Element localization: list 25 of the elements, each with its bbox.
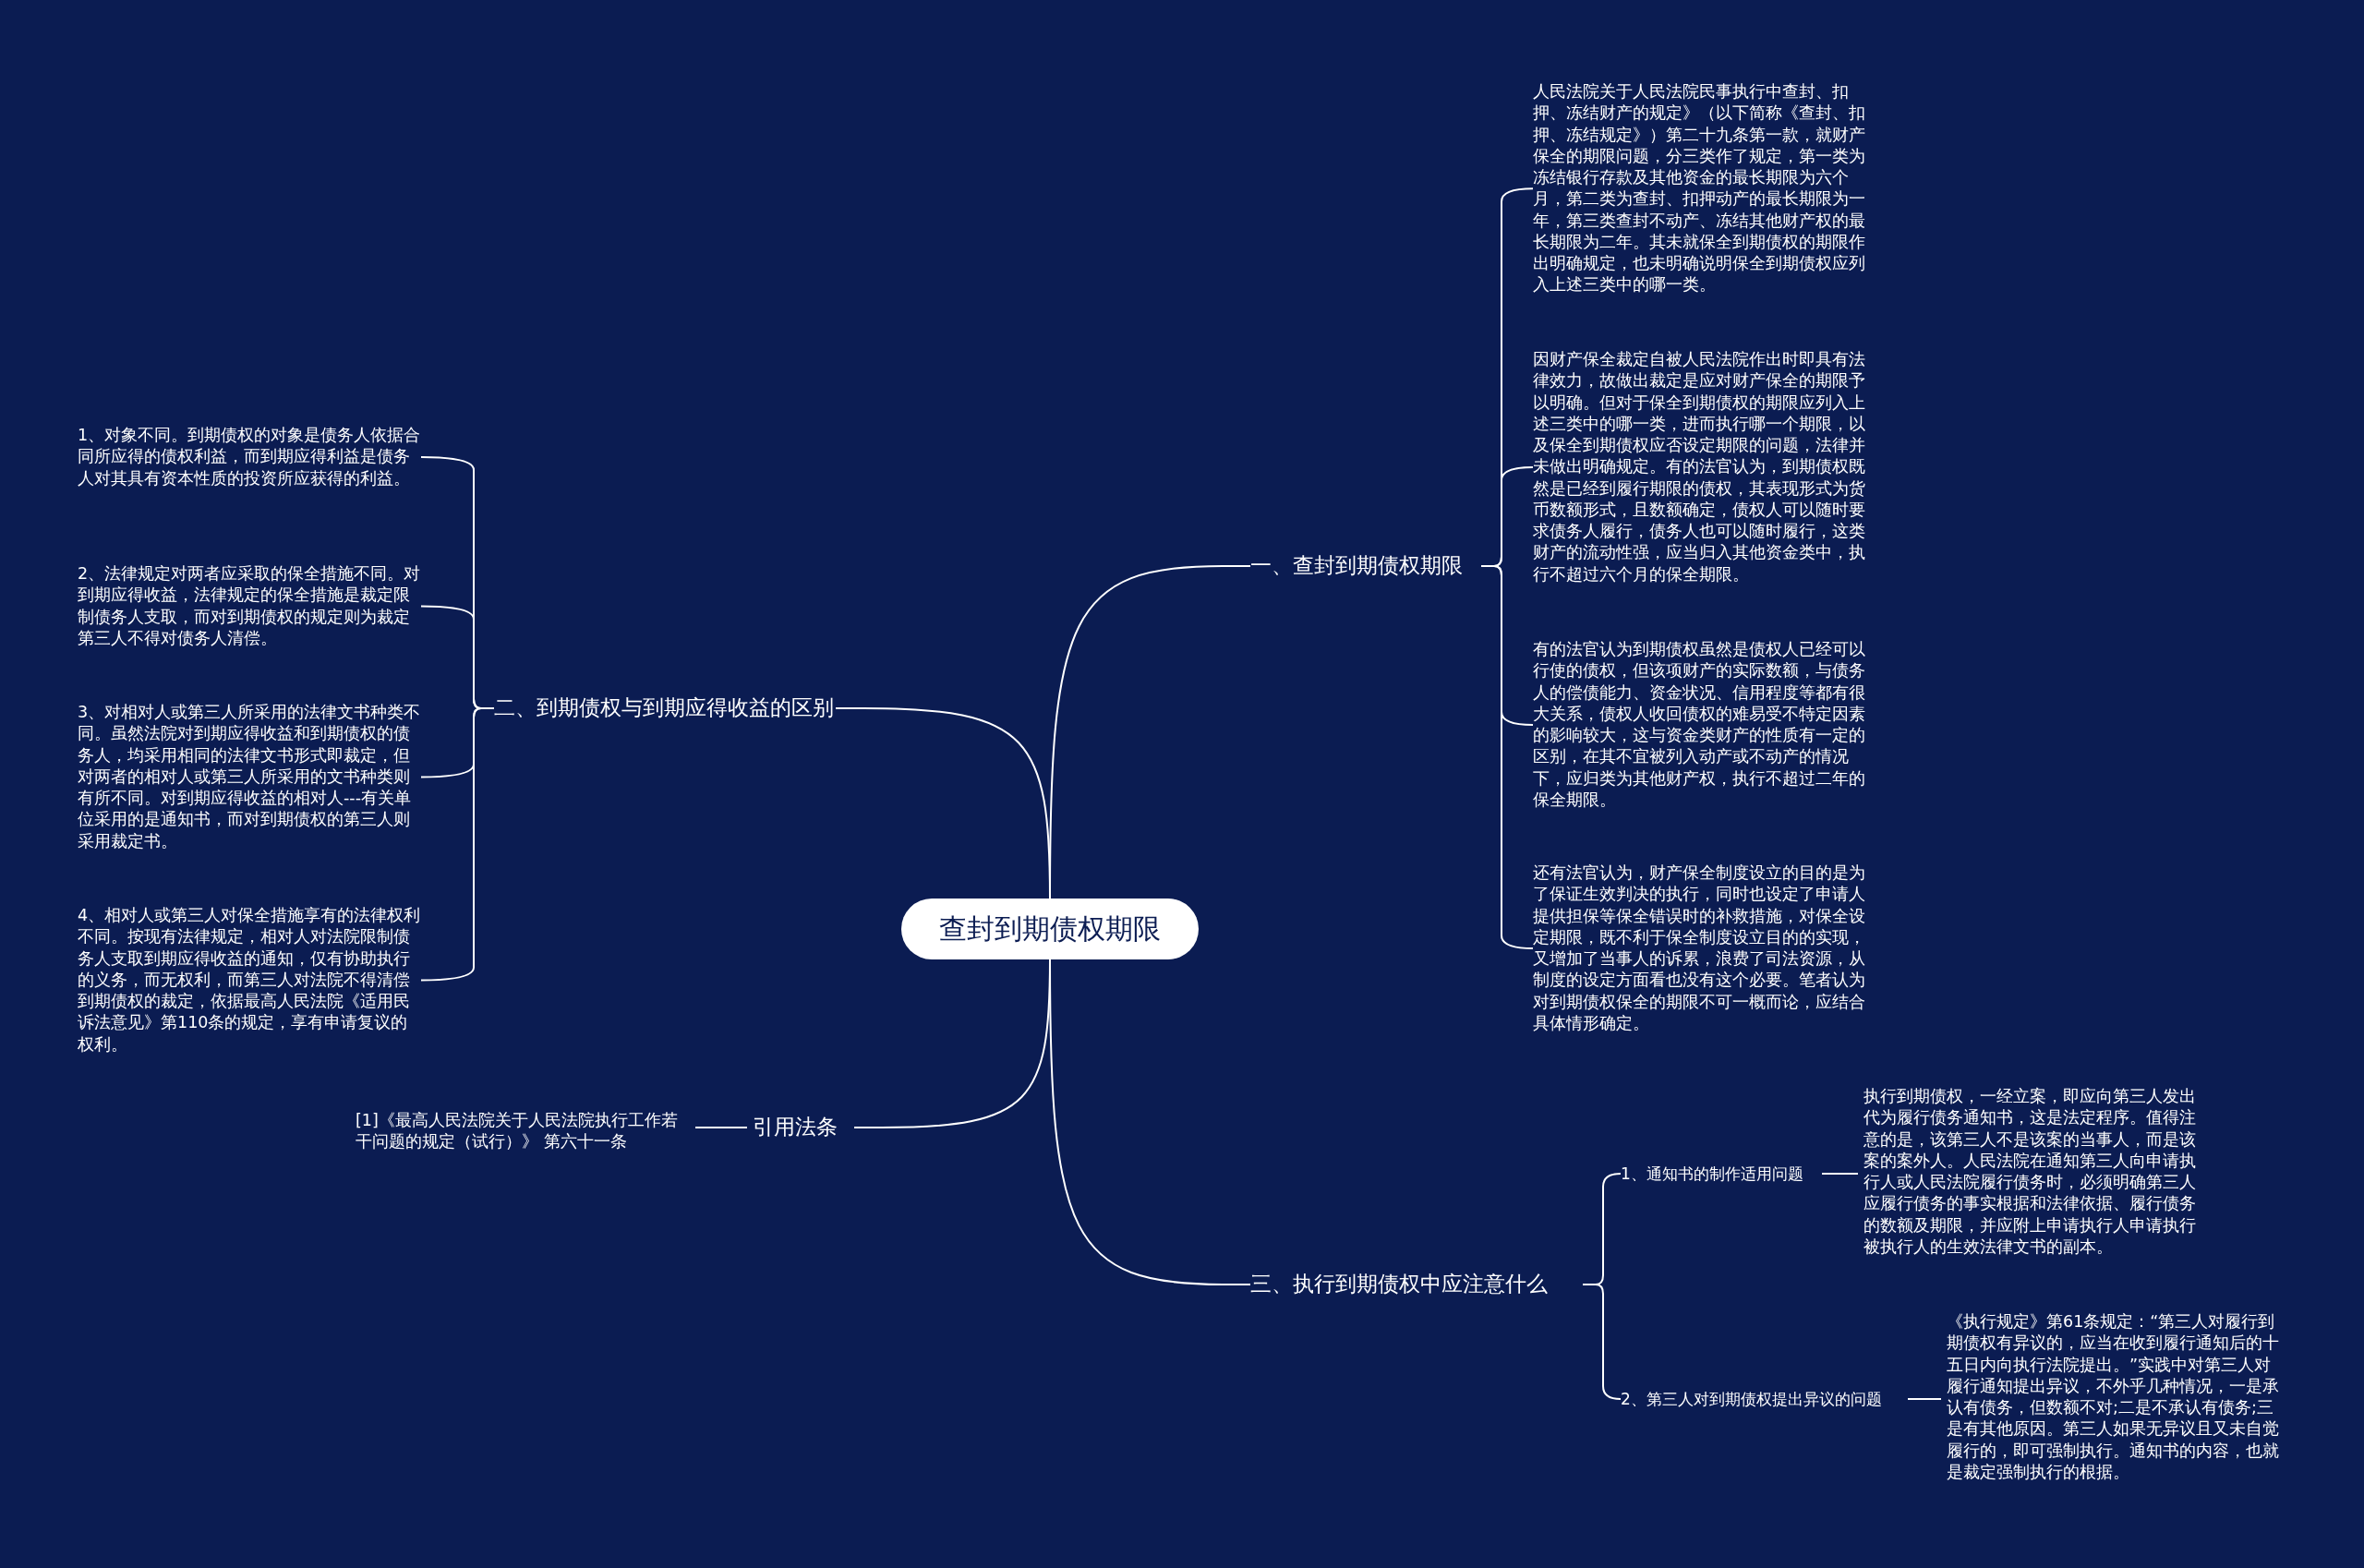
connector-line xyxy=(1821,1173,1859,1176)
connector-line xyxy=(1582,1283,1622,1401)
connector-line xyxy=(694,1126,748,1128)
branch-topic: 引用法条 xyxy=(753,1114,854,1141)
connector-line xyxy=(420,706,495,982)
note-text: 4、相对人或第三人对保全措施享有的法律权利不同。按现有法律规定，相对人对法院限制债务人支取到期应得收益的通知，仅有协助执行的义务，而无权利，而第三人对法院不得清偿到期债权的裁定，依据最高人民法院《适用民诉法意见》第110条的规定，享有申请复议的权利。 xyxy=(78,905,421,1055)
branch-topic: 三、执行到期债权中应注意什么 xyxy=(1250,1271,1583,1298)
subtopic-label: 2、第三人对到期债权提出异议的问题 xyxy=(1621,1389,1902,1410)
branch-topic: 一、查封到期债权期限 xyxy=(1250,552,1481,580)
branch-topic: 二、到期债权与到期应得收益的区别 xyxy=(494,694,836,722)
subtopic-label: 1、通知书的制作适用问题 xyxy=(1621,1164,1816,1185)
note-text: 3、对相对人或第三人所采用的法律文书种类不同。虽然法院对到期应得收益和到期债权的债务人，均采用相同的法律文书形式即裁定，但对两者的相对人或第三人所采用的文书种类则有所不同。对到期应得收益的相对人---有关单位采用的是通知书，而对到期债权的第三人则采用裁定书。 xyxy=(78,702,421,852)
connector-line xyxy=(1480,564,1534,950)
connector-line xyxy=(835,706,1051,899)
note-text: 有的法官认为到期债权虽然是债权人已经可以行使的债权，但该项财产的实际数额，与债务人的偿债能力、资金状况、信用程度等都有很大关系，债权人收回债权的难易受不特定因素的影响较大，这与资金类财产的性质有一定的区别，在其不宜被列入动产或不动产的情况下，应归类为其他财产权，执行不超过二年的保全期限。 xyxy=(1533,639,1876,812)
connector-line xyxy=(1907,1398,1942,1401)
note-text: 人民法院关于人民法院民事执行中查封、扣押、冻结财产的规定》（以下简称《查封、扣押、冻结规定》）第二十九条第一款，就财产保全的期限问题，分三类作了规定，第一类为冻结银行存款及其他资金的最长期限为六个月，第二类为查封、扣押动产的最长期限为一年，第三类查封不动产、冻结其他财产权的最长期限为二年。其未就保全到期债权的期限作出明确规定，也未明确说明保全到期债权应列入上述三类中的哪一类。 xyxy=(1533,81,1876,296)
note-text: 《执行规定》第61条规定：“第三人对履行到期债权有异议的，应当在收到履行通知后的十五日内向执行法院提出。”实践中对第三人对履行通知提出异议，不外乎几种情况，一是承认有债务，但数额不对;二是不承认有债务;三是有其他原因。第三人如果无异议且又未自觉履行的，即可强制执行。通知书的内容，也就是裁定强制执行的根据。 xyxy=(1947,1311,2286,1484)
note-text: 还有法官认为，财产保全制度设立的目的是为了保证生效判决的执行，同时也设定了申请人提供担保等保全错误时的补救措施，对保全设定期限，既不利于保全制度设立目的的实现，又增加了当事人的诉累，浪费了司法资源，从制度的设定方面看也没有这个必要。笔者认为对到期债权保全的期限不可一概而论，应结合具体情形确定。 xyxy=(1533,862,1876,1035)
note-text: 执行到期债权，一经立案，即应向第三人发出代为履行债务通知书，这是法定程序。值得注意的是，该第三人不是该案的当事人，而是该案的案外人。人民法院在通知第三人向申请执行人或人民法院履行债务时，必须明确第三人应履行债务的事实根据和法律依据、履行债务的数额及期限，并应附上申请执行人申请执行被执行人的生效法律文书的副本。 xyxy=(1863,1086,2203,1259)
note-text: 1、对象不同。到期债权的对象是债务人依据合同所应得的债权利益，而到期应得利益是债务人对其具有资本性质的投资所应获得的利益。 xyxy=(78,425,421,489)
note-text: 因财产保全裁定自被人民法院作出时即具有法律效力，故做出裁定是应对财产保全的期限予以明确。但对于保全到期债权的期限应列入上述三类中的哪一类，进而执行哪一个期限，以及保全到期债权应否设定期限的问题，法律并未做出明确规定。有的法官认为，到期债权既然是已经到履行期限的债权，其表现形式为货币数额形式，且数额确定，债权人可以随时要求债务人履行，债务人也可以随时履行，这类财产的流动性强，应当归入其他资金类中，执行不超过六个月的保全期限。 xyxy=(1533,349,1876,585)
note-text: [1]《最高人民法院关于人民法院执行工作若干问题的规定（试行）》 第六十一条 xyxy=(356,1110,690,1153)
central-topic: 查封到期债权期限 xyxy=(901,899,1199,959)
note-text: 2、法律规定对两者应采取的保全措施不同。对到期应得收益，法律规定的保全措施是裁定限制债务人支取，而对到期债权的规定则为裁定第三人不得对债务人清偿。 xyxy=(78,563,421,650)
